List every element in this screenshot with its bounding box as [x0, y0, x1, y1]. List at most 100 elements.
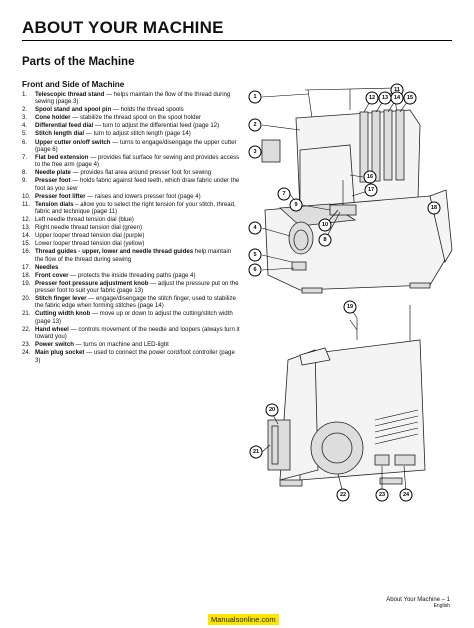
part-description: — holds fabric against feed teeth, which… [35, 177, 240, 192]
part-text: Spool stand and spool pin — holds the th… [35, 106, 240, 113]
part-text: Presser foot pressure adjustment knob — … [35, 280, 240, 295]
part-number: 23. [22, 341, 31, 349]
part-number: 22. [22, 325, 31, 333]
part-text: Lower looper thread tension dial (yellow… [35, 240, 240, 247]
svg-text:24: 24 [403, 492, 410, 498]
parts-list-item: 10.Presser foot lifter — raises and lowe… [22, 193, 240, 200]
callout-14: 14 [390, 91, 404, 105]
part-text: Main plug socket — used to connect the p… [35, 349, 240, 364]
part-number: 7. [22, 153, 28, 161]
svg-text:4: 4 [253, 225, 257, 231]
part-name: Thread guides - upper, lower and needle … [35, 248, 194, 256]
callout-19: 19 [343, 300, 357, 314]
parts-list-item: 11. Tension dials – allow you to select t… [22, 201, 240, 216]
part-name: Cutting width knob [35, 310, 91, 318]
callout-2: 2 [248, 118, 262, 132]
part-text: Upper cutter on/off switch — turns to en… [35, 139, 240, 154]
parts-list-item: 22.Hand wheel — controls movement of the… [22, 326, 240, 341]
callout-6: 6 [248, 263, 262, 277]
part-description: Upper looper thread tension dial (purple… [35, 232, 145, 240]
part-description: — stabilize the thread spool on the spoo… [70, 114, 201, 122]
callout-13: 13 [378, 91, 392, 105]
parts-list-item: 8. Needle plate — provides flat area arou… [22, 169, 240, 176]
part-name: Presser foot pressure adjustment knob [35, 279, 149, 287]
svg-text:6: 6 [253, 267, 256, 273]
part-number: 8. [22, 169, 28, 177]
parts-list-item: 9.Presser foot — holds fabric against fe… [22, 177, 240, 192]
part-description: Lower looper thread tension dial (yellow… [35, 240, 145, 248]
part-name: Differential feed dial [35, 122, 94, 130]
part-text: Front cover — protects the inside thread… [35, 272, 240, 279]
parts-list-item: 18.Front cover — protects the inside thr… [22, 272, 240, 279]
subsection-heading: Front and Side of Machine [22, 80, 125, 89]
svg-text:10: 10 [322, 222, 328, 228]
part-text: Telescopic thread stand — helps maintain… [35, 91, 240, 106]
part-description: — adjust the pressure put on the presser… [35, 279, 239, 294]
part-text: Upper looper thread tension dial (purple… [35, 232, 240, 239]
callout-20: 20 [265, 403, 279, 417]
part-text: Tension dials – allow you to select the … [35, 201, 240, 216]
part-name: Tension dials [35, 200, 74, 208]
svg-text:7: 7 [282, 191, 285, 197]
part-name: Flat bed extension [35, 153, 89, 161]
side-view-illustration [261, 305, 426, 494]
parts-list-item: 13.Right needle thread tension dial (gre… [22, 224, 240, 231]
part-description: — provides flat area around presser foot… [70, 169, 212, 177]
part-name: Needle plate [35, 169, 71, 177]
callout-9: 9 [289, 198, 303, 212]
parts-list-item: 17. Needles [22, 264, 240, 271]
part-description: — helps maintain the flow of the thread … [35, 91, 231, 106]
part-number: 4. [22, 122, 28, 130]
svg-text:14: 14 [394, 95, 401, 101]
parts-list-item: 21.Cutting width knob — move up or down … [22, 310, 240, 325]
part-number: 17. [22, 263, 31, 271]
part-description: — turns to engage/disengage the upper cu… [35, 138, 237, 153]
svg-text:12: 12 [369, 95, 375, 101]
svg-text:20: 20 [269, 407, 275, 413]
parts-list: 1. Telescopic thread stand — helps mainta… [22, 91, 240, 365]
footer-page-label: About Your Machine – 1 [386, 597, 450, 603]
part-text: Needle plate — provides flat area around… [35, 169, 240, 176]
part-number: 11. [22, 200, 31, 208]
part-number: 24. [22, 349, 31, 357]
part-text: Presser foot — holds fabric against feed… [35, 177, 240, 192]
part-description: Right needle thread tension dial (green) [35, 224, 143, 232]
part-text: Cutting width knob — move up or down to … [35, 310, 240, 325]
callout-21: 21 [249, 445, 263, 459]
part-number: 2. [22, 106, 28, 114]
svg-text:8: 8 [323, 237, 326, 243]
part-name: Upper cutter on/off switch [35, 138, 111, 146]
parts-list-item: 12.Left needle thread tension dial (blue… [22, 216, 240, 223]
part-name: Presser foot [35, 177, 71, 185]
part-number: 10. [22, 192, 31, 200]
part-name: Presser foot lifter [35, 192, 86, 200]
part-name: Main plug socket [35, 349, 85, 357]
svg-text:21: 21 [253, 449, 259, 455]
callout-10: 10 [318, 218, 332, 232]
callout-23: 23 [375, 488, 389, 502]
callout-16: 16 [363, 170, 377, 184]
part-description: — turn to adjust the differential feed (… [93, 122, 220, 130]
callout-18: 18 [427, 201, 441, 215]
callout-22: 22 [336, 488, 350, 502]
parts-list-item: 4. Differential feed dial — turn to adjus… [22, 122, 240, 129]
callout-7: 7 [277, 187, 291, 201]
part-description: — provides flat surface for sewing and p… [35, 153, 240, 169]
part-text: Power switch — turns on machine and LED-… [35, 341, 240, 348]
part-description: help maintain the flow of the thread dur… [35, 248, 232, 263]
part-text: Stitch length dial — turn to adjust stit… [35, 130, 240, 137]
part-description: — engage/disengage the stitch finger, us… [35, 295, 236, 310]
parts-list-item: 7. Flat bed extension — provides flat sur… [22, 154, 240, 169]
part-name: Spool stand and spool pin [35, 106, 112, 114]
title-divider [22, 40, 452, 41]
part-description: — protects the inside threading paths (p… [68, 271, 196, 279]
section-heading: Parts of the Machine [22, 56, 135, 68]
part-number: 15. [22, 240, 31, 248]
part-description: — controls movement of the needle and lo… [35, 325, 240, 341]
part-name: Needles [35, 263, 59, 271]
part-description: — used to connect the power cord/foot co… [35, 349, 235, 364]
part-number: 16. [22, 248, 31, 256]
svg-text:2: 2 [253, 122, 256, 128]
part-number: 1. [22, 91, 28, 98]
